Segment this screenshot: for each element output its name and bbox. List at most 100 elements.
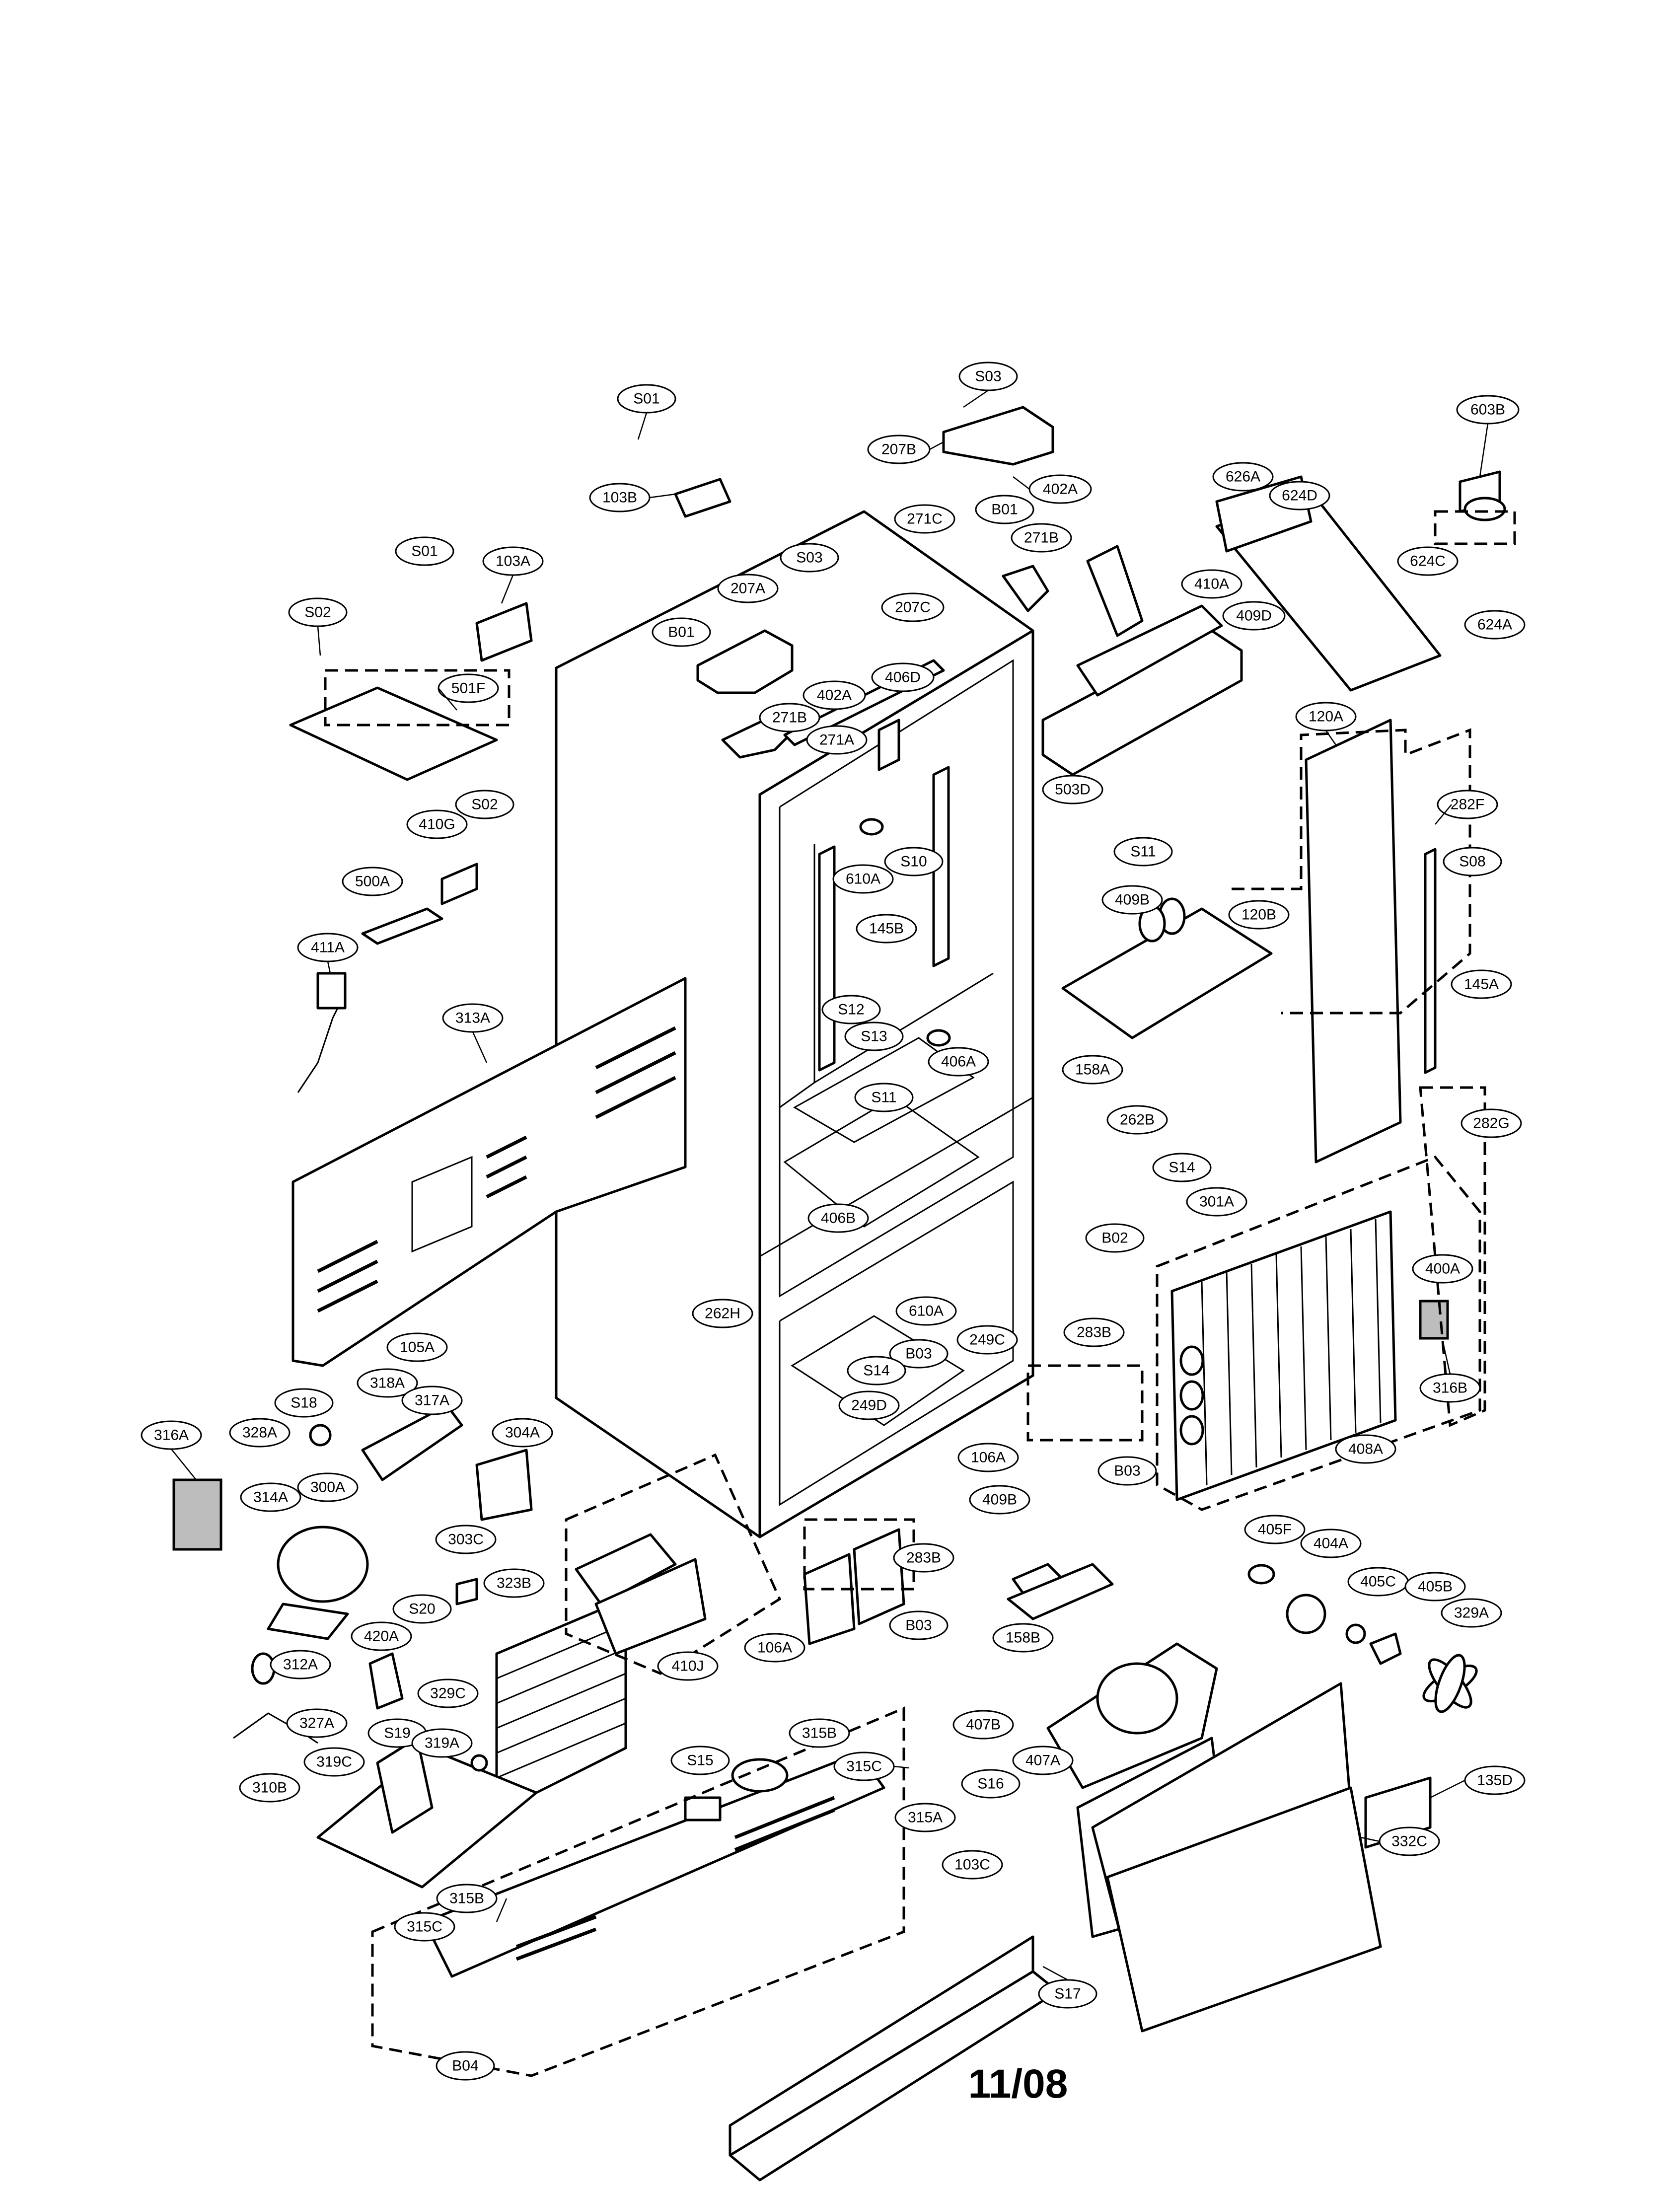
svg-text:610A: 610A [909,1303,944,1319]
compressor-assembly [172,1404,782,1889]
part-label: 103A [482,546,544,576]
svg-text:626A: 626A [1226,469,1260,485]
svg-text:315B: 315B [449,1891,484,1907]
part-label: 319A [411,1728,473,1758]
svg-text:303C: 303C [448,1532,484,1548]
svg-text:603B: 603B [1470,402,1505,418]
part-label: 271B [1011,523,1072,553]
svg-text:S19: S19 [384,1725,410,1742]
svg-text:S03: S03 [975,368,1001,385]
part-label: 106A [744,1633,805,1663]
part-label: 315B [789,1718,850,1748]
part-label: S10 [884,847,944,876]
part-label: 405C [1347,1567,1409,1597]
part-label: 316B [1419,1373,1481,1403]
svg-text:B03: B03 [1114,1463,1140,1479]
svg-text:262B: 262B [1120,1112,1155,1128]
svg-text:315A: 315A [908,1810,943,1826]
part-label: 624A [1464,610,1526,640]
part-label: S16 [961,1769,1021,1799]
part-label: 503D [1042,775,1103,804]
part-label: S17 [1038,1979,1097,2009]
svg-text:420A: 420A [364,1628,399,1645]
svg-text:207A: 207A [730,581,765,597]
part-label: 406A [928,1047,989,1077]
fan-blade [1422,1654,1478,1713]
svg-text:312A: 312A [283,1657,318,1673]
part-label: 249C [956,1325,1018,1355]
part-label: 329A [1441,1598,1502,1628]
part-label: 282G [1461,1108,1522,1138]
svg-text:329C: 329C [430,1685,466,1702]
svg-text:249D: 249D [851,1397,887,1414]
part-label: 120A [1295,702,1357,731]
part-label: 262B [1106,1105,1168,1135]
svg-text:271A: 271A [819,732,854,748]
part-label: 407B [952,1710,1014,1740]
part-label: B03 [889,1610,949,1640]
part-label: S19 [367,1718,427,1748]
svg-text:271B: 271B [1024,530,1059,546]
part-label: S02 [288,597,348,627]
svg-text:409D: 409D [1236,608,1272,624]
svg-text:B03: B03 [905,1617,932,1634]
svg-text:158B: 158B [1006,1630,1040,1646]
svg-text:B01: B01 [668,624,694,641]
part-label: 283B [1063,1317,1125,1347]
part-label: 103B [589,483,651,512]
part-label: S11 [1113,837,1173,867]
part-label: B02 [1085,1223,1145,1253]
rear-cover-313A [292,977,687,1367]
svg-text:B02: B02 [1101,1230,1128,1246]
part-label: 410J [657,1651,719,1681]
part-label: B01 [975,495,1034,524]
svg-text:S11: S11 [871,1090,896,1106]
part-label: 405B [1404,1572,1466,1602]
part-label: 315C [394,1912,455,1942]
part-label: 501F [438,673,499,703]
part-label: 400A [1412,1254,1473,1284]
part-label: 410G [406,809,468,839]
svg-text:402A: 402A [1043,481,1078,498]
part-label: S11 [854,1083,914,1112]
svg-text:207B: 207B [881,441,916,458]
svg-text:S20: S20 [409,1601,435,1617]
svg-text:283B: 283B [906,1550,941,1566]
svg-text:323B: 323B [497,1575,531,1592]
svg-text:S16: S16 [977,1776,1004,1792]
part-label: 207B [867,435,931,464]
part-label: 145B [856,914,917,944]
condenser-coils [496,1623,626,1779]
evaporator-fins [1201,1219,1382,1485]
rear-cover-vents [317,1026,676,1313]
svg-text:282G: 282G [1473,1115,1509,1132]
part-label: 402A [1028,474,1092,504]
svg-text:106A: 106A [971,1450,1006,1466]
part-label: 283B [893,1543,954,1573]
svg-text:410A: 410A [1194,576,1229,592]
svg-text:406B: 406B [821,1210,856,1227]
part-label: 262H [692,1299,753,1328]
svg-text:B04: B04 [452,2058,478,2074]
svg-text:S14: S14 [863,1363,889,1379]
svg-text:332C: 332C [1391,1833,1427,1850]
svg-text:319A: 319A [425,1735,459,1751]
part-label: 282F [1437,790,1498,819]
svg-text:301A: 301A [1199,1194,1234,1210]
svg-text:B01: B01 [991,502,1018,518]
svg-text:409B: 409B [1115,892,1150,908]
svg-text:262H: 262H [705,1306,740,1322]
svg-text:407B: 407B [966,1717,1001,1733]
svg-text:S10: S10 [900,854,927,870]
svg-text:304A: 304A [505,1425,540,1441]
part-label: 332C [1379,1826,1440,1856]
part-label: 315B [436,1884,498,1913]
part-label: 120B [1228,900,1290,930]
part-label: 323B [483,1568,545,1598]
part-label: S14 [847,1356,906,1386]
part-label: 603B [1456,395,1520,425]
part-label: 315A [894,1803,956,1832]
part-label: 310B [239,1773,300,1803]
part-label: 500A [342,867,403,896]
